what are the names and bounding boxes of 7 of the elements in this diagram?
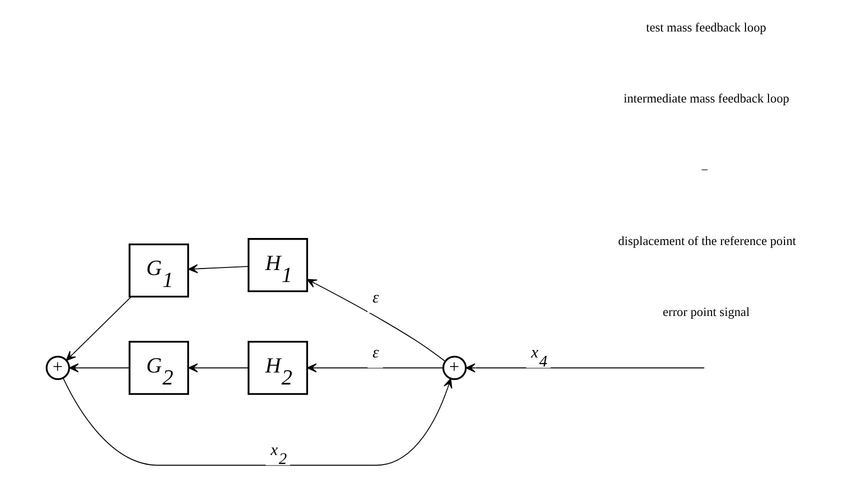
edge-label: ε — [372, 288, 378, 306]
edge-label: ε — [372, 343, 378, 362]
label: displacement of the reference point — [618, 234, 796, 248]
label: intermediate mass feedback loop — [623, 92, 789, 106]
label: test mass feedback loop — [646, 20, 766, 34]
label: − — [700, 162, 708, 177]
label: error point signal — [662, 305, 750, 320]
